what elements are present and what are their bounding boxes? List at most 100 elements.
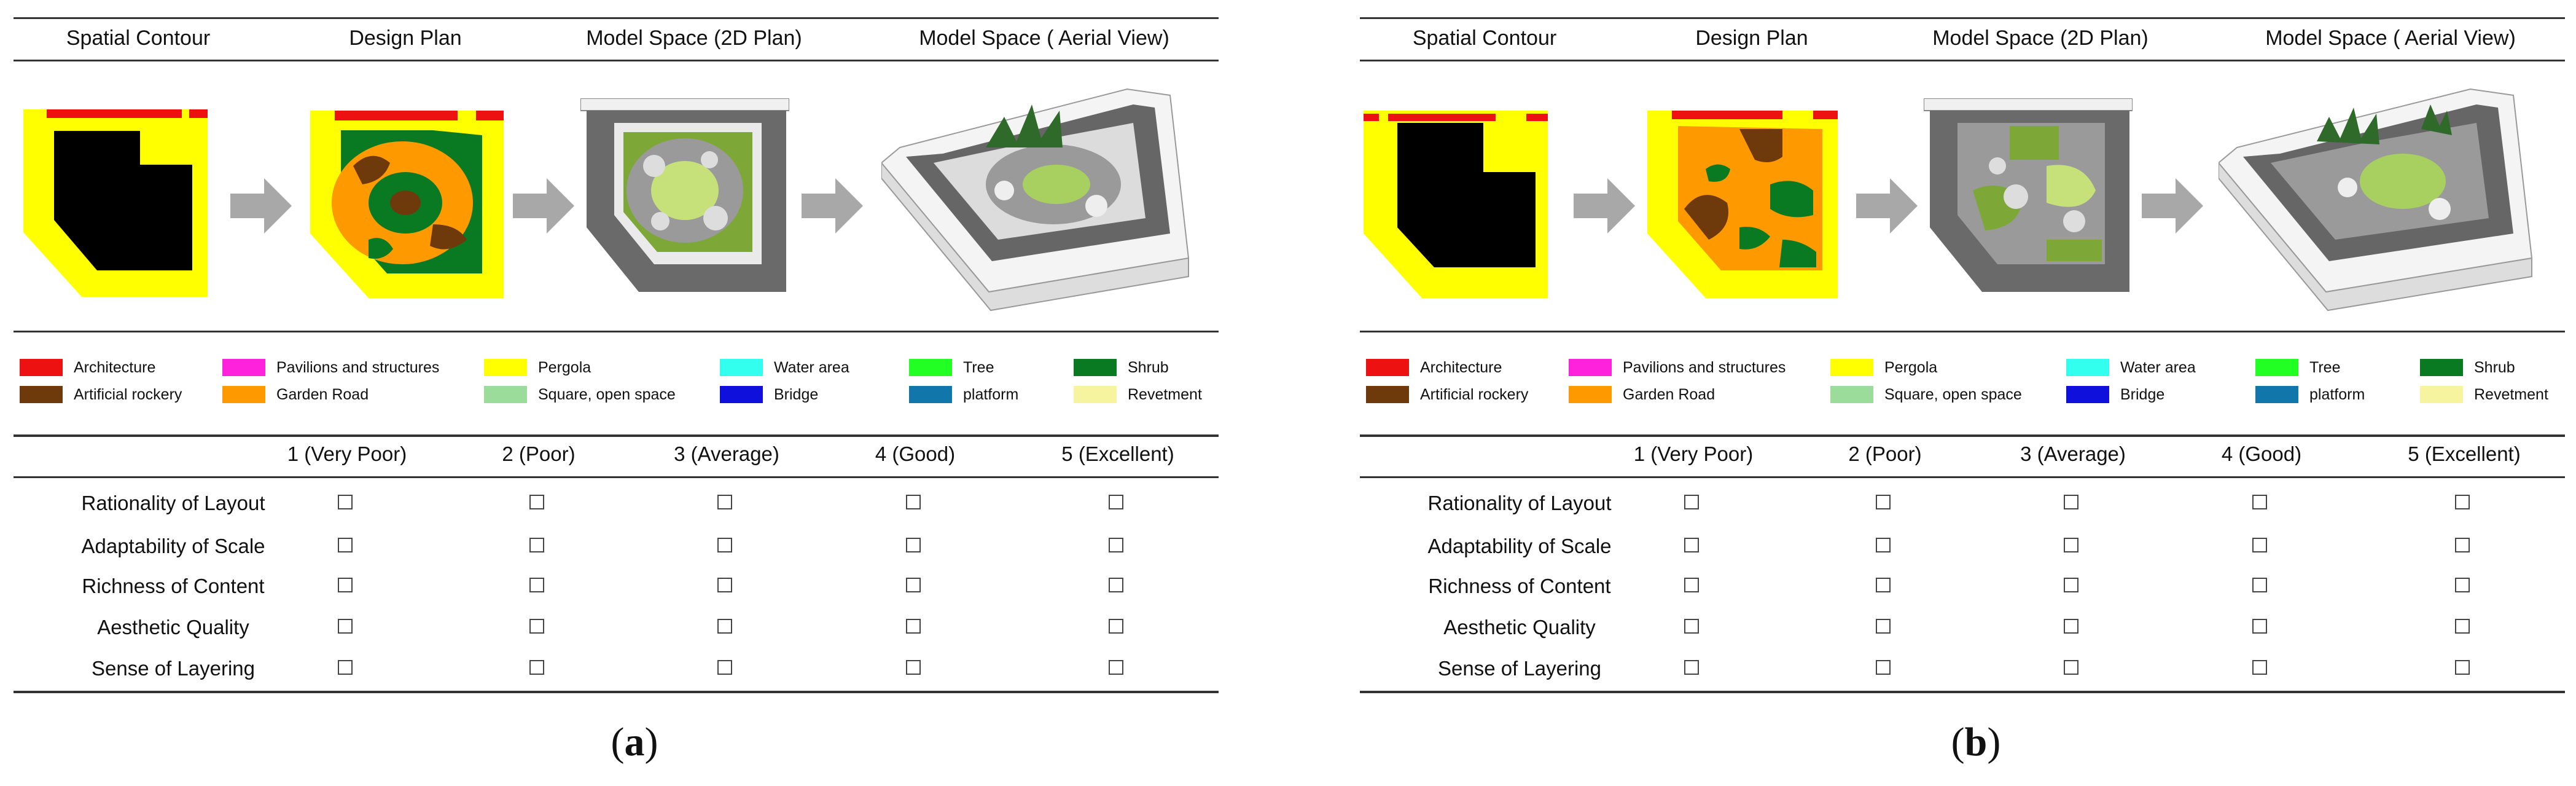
rule-table-header bbox=[14, 476, 1219, 478]
rating-checkbox[interactable] bbox=[2455, 660, 2470, 675]
legend-item: Tree bbox=[909, 358, 994, 377]
rating-checkbox[interactable] bbox=[1876, 660, 1891, 675]
rating-checkbox[interactable] bbox=[1109, 495, 1123, 509]
legend-swatch bbox=[222, 386, 265, 403]
rating-checkbox[interactable] bbox=[1109, 619, 1123, 634]
legend-item: Tree bbox=[2255, 358, 2340, 377]
rating-checkbox[interactable] bbox=[2064, 538, 2078, 552]
stage-heading: Spatial Contour bbox=[66, 26, 211, 50]
scale-heading: 1 (Very Poor) bbox=[1633, 442, 1754, 465]
rating-checkbox[interactable] bbox=[529, 619, 544, 634]
rating-checkbox[interactable] bbox=[717, 538, 732, 552]
legend-swatch bbox=[2255, 386, 2298, 403]
scale-heading: 3 (Average) bbox=[674, 442, 779, 465]
arrow-icon bbox=[230, 178, 292, 234]
legend-swatch bbox=[484, 386, 527, 403]
rating-checkbox[interactable] bbox=[717, 619, 732, 634]
legend-item: Bridge bbox=[720, 385, 818, 404]
legend-item: platform bbox=[909, 385, 1018, 404]
design-plan-image bbox=[1647, 111, 1838, 298]
legend-item: Shrub bbox=[1074, 358, 1169, 377]
stage-heading: Model Space (2D Plan) bbox=[586, 26, 802, 50]
rule-header bbox=[14, 60, 1219, 61]
rating-checkbox[interactable] bbox=[1109, 578, 1123, 592]
rating-checkbox[interactable] bbox=[906, 495, 921, 509]
rule-images bbox=[14, 331, 1219, 332]
rating-checkbox[interactable] bbox=[2064, 578, 2078, 592]
legend-item: Pavilions and structures bbox=[1569, 358, 1786, 377]
rating-checkbox[interactable] bbox=[529, 660, 544, 675]
rule-top bbox=[14, 17, 1219, 19]
scale-heading: 3 (Average) bbox=[2020, 442, 2126, 465]
rating-checkbox[interactable] bbox=[1684, 538, 1699, 552]
model-2d-plan-image bbox=[580, 98, 789, 292]
rating-checkbox[interactable] bbox=[338, 619, 353, 634]
criterion-label: Adaptability of Scale bbox=[1427, 535, 1612, 557]
legend-swatch bbox=[2420, 386, 2463, 403]
rating-checkbox[interactable] bbox=[2064, 660, 2078, 675]
stage-heading: Model Space (2D Plan) bbox=[1932, 26, 2149, 50]
rating-checkbox[interactable] bbox=[2455, 538, 2470, 552]
rating-checkbox[interactable] bbox=[717, 660, 732, 675]
stage-heading: Spatial Contour bbox=[1412, 26, 1557, 50]
legend-swatch bbox=[2255, 359, 2298, 376]
scale-heading: 4 (Good) bbox=[875, 442, 956, 465]
design-plan-image bbox=[310, 111, 504, 298]
legend-item: Garden Road bbox=[1569, 385, 1715, 404]
legend-item: Artificial rockery bbox=[1366, 385, 1528, 404]
rating-checkbox[interactable] bbox=[2064, 619, 2078, 634]
rating-checkbox[interactable] bbox=[2455, 495, 2470, 509]
rating-checkbox[interactable] bbox=[2455, 619, 2470, 634]
legend-swatch bbox=[20, 386, 63, 403]
figure-panel-b: Spatial Contour Design Plan Model Space … bbox=[1346, 0, 2572, 786]
arrow-icon bbox=[1574, 178, 1635, 234]
rating-checkbox[interactable] bbox=[2252, 619, 2267, 634]
rating-checkbox[interactable] bbox=[529, 538, 544, 552]
rating-checkbox[interactable] bbox=[1109, 660, 1123, 675]
rating-checkbox[interactable] bbox=[717, 495, 732, 509]
rating-checkbox[interactable] bbox=[2252, 660, 2267, 675]
rating-checkbox[interactable] bbox=[1876, 619, 1891, 634]
rating-checkbox[interactable] bbox=[1684, 619, 1699, 634]
rating-checkbox[interactable] bbox=[338, 660, 353, 675]
rating-checkbox[interactable] bbox=[529, 578, 544, 592]
rating-checkbox[interactable] bbox=[717, 578, 732, 592]
figure-panel-a: Spatial Contour Design Plan Model Space … bbox=[0, 0, 1225, 786]
rating-checkbox[interactable] bbox=[906, 660, 921, 675]
rating-checkbox[interactable] bbox=[1684, 495, 1699, 509]
arrow-icon bbox=[1856, 178, 1918, 234]
rating-checkbox[interactable] bbox=[338, 578, 353, 592]
rating-checkbox[interactable] bbox=[1109, 538, 1123, 552]
rating-checkbox[interactable] bbox=[1876, 538, 1891, 552]
legend-item: Pavilions and structures bbox=[222, 358, 439, 377]
model-aerial-view-image bbox=[881, 88, 1190, 312]
rating-checkbox[interactable] bbox=[906, 619, 921, 634]
rating-checkbox[interactable] bbox=[2252, 538, 2267, 552]
legend-swatch bbox=[909, 386, 952, 403]
criterion-label: Rationality of Layout bbox=[1427, 492, 1612, 514]
rating-checkbox[interactable] bbox=[2252, 578, 2267, 592]
legend-item: Water area bbox=[2066, 358, 2196, 377]
legend-item: Architecture bbox=[1366, 358, 1502, 377]
rating-checkbox[interactable] bbox=[1684, 660, 1699, 675]
rating-checkbox[interactable] bbox=[529, 495, 544, 509]
criterion-label: Aesthetic Quality bbox=[1443, 616, 1596, 639]
legend-swatch bbox=[484, 359, 527, 376]
legend-swatch bbox=[1366, 359, 1409, 376]
legend-swatch bbox=[1830, 386, 1873, 403]
scale-heading: 2 (Poor) bbox=[502, 442, 576, 465]
rating-checkbox[interactable] bbox=[2455, 578, 2470, 592]
rating-checkbox[interactable] bbox=[1876, 578, 1891, 592]
rating-checkbox[interactable] bbox=[906, 538, 921, 552]
arrow-icon bbox=[2142, 178, 2203, 234]
criterion-label: Rationality of Layout bbox=[81, 492, 265, 514]
legend-swatch bbox=[2066, 386, 2109, 403]
rating-checkbox[interactable] bbox=[2252, 495, 2267, 509]
rating-checkbox[interactable] bbox=[1684, 578, 1699, 592]
rating-checkbox[interactable] bbox=[2064, 495, 2078, 509]
rating-checkbox[interactable] bbox=[338, 495, 353, 509]
rating-checkbox[interactable] bbox=[338, 538, 353, 552]
rating-checkbox[interactable] bbox=[906, 578, 921, 592]
legend-swatch bbox=[1074, 386, 1117, 403]
rating-checkbox[interactable] bbox=[1876, 495, 1891, 509]
